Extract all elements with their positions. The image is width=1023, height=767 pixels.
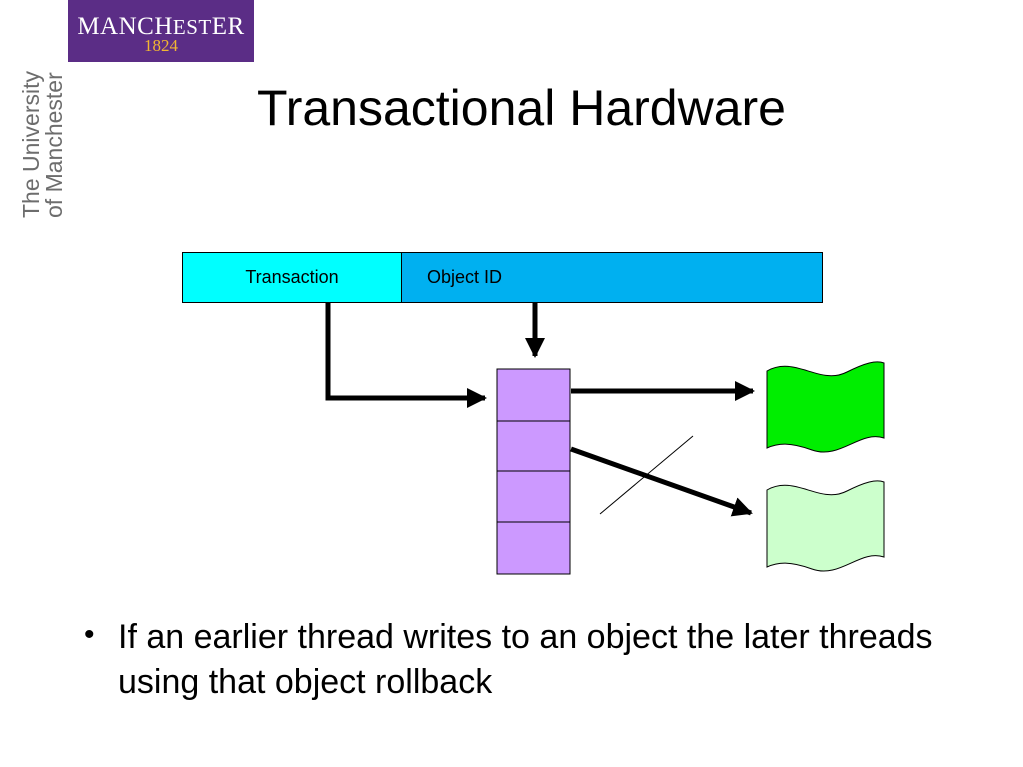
strike-line: [599, 435, 694, 515]
object-id-field: Object ID: [401, 252, 823, 303]
object-id-field-label: Object ID: [427, 267, 503, 287]
manchester-logo: MANCHESTER 1824: [68, 0, 254, 62]
stale-object-shape: [766, 480, 885, 572]
table-cell-3: [496, 470, 571, 523]
logo-year: 1824: [144, 36, 178, 55]
table-cell-2: [496, 420, 571, 472]
transaction-arrow: [325, 303, 488, 408]
slide-title: Transactional Hardware: [257, 80, 786, 136]
transaction-field: Transaction: [182, 252, 402, 303]
current-object-shape: [766, 361, 885, 453]
bullet-text: If an earlier thread writes to an object…: [118, 618, 933, 701]
stale-object-arrow: [570, 446, 753, 517]
table-cell-4: [496, 521, 571, 575]
transaction-field-label: Transaction: [245, 267, 339, 287]
bullet-dot: •: [84, 618, 95, 651]
table-cell-1: [496, 368, 571, 422]
